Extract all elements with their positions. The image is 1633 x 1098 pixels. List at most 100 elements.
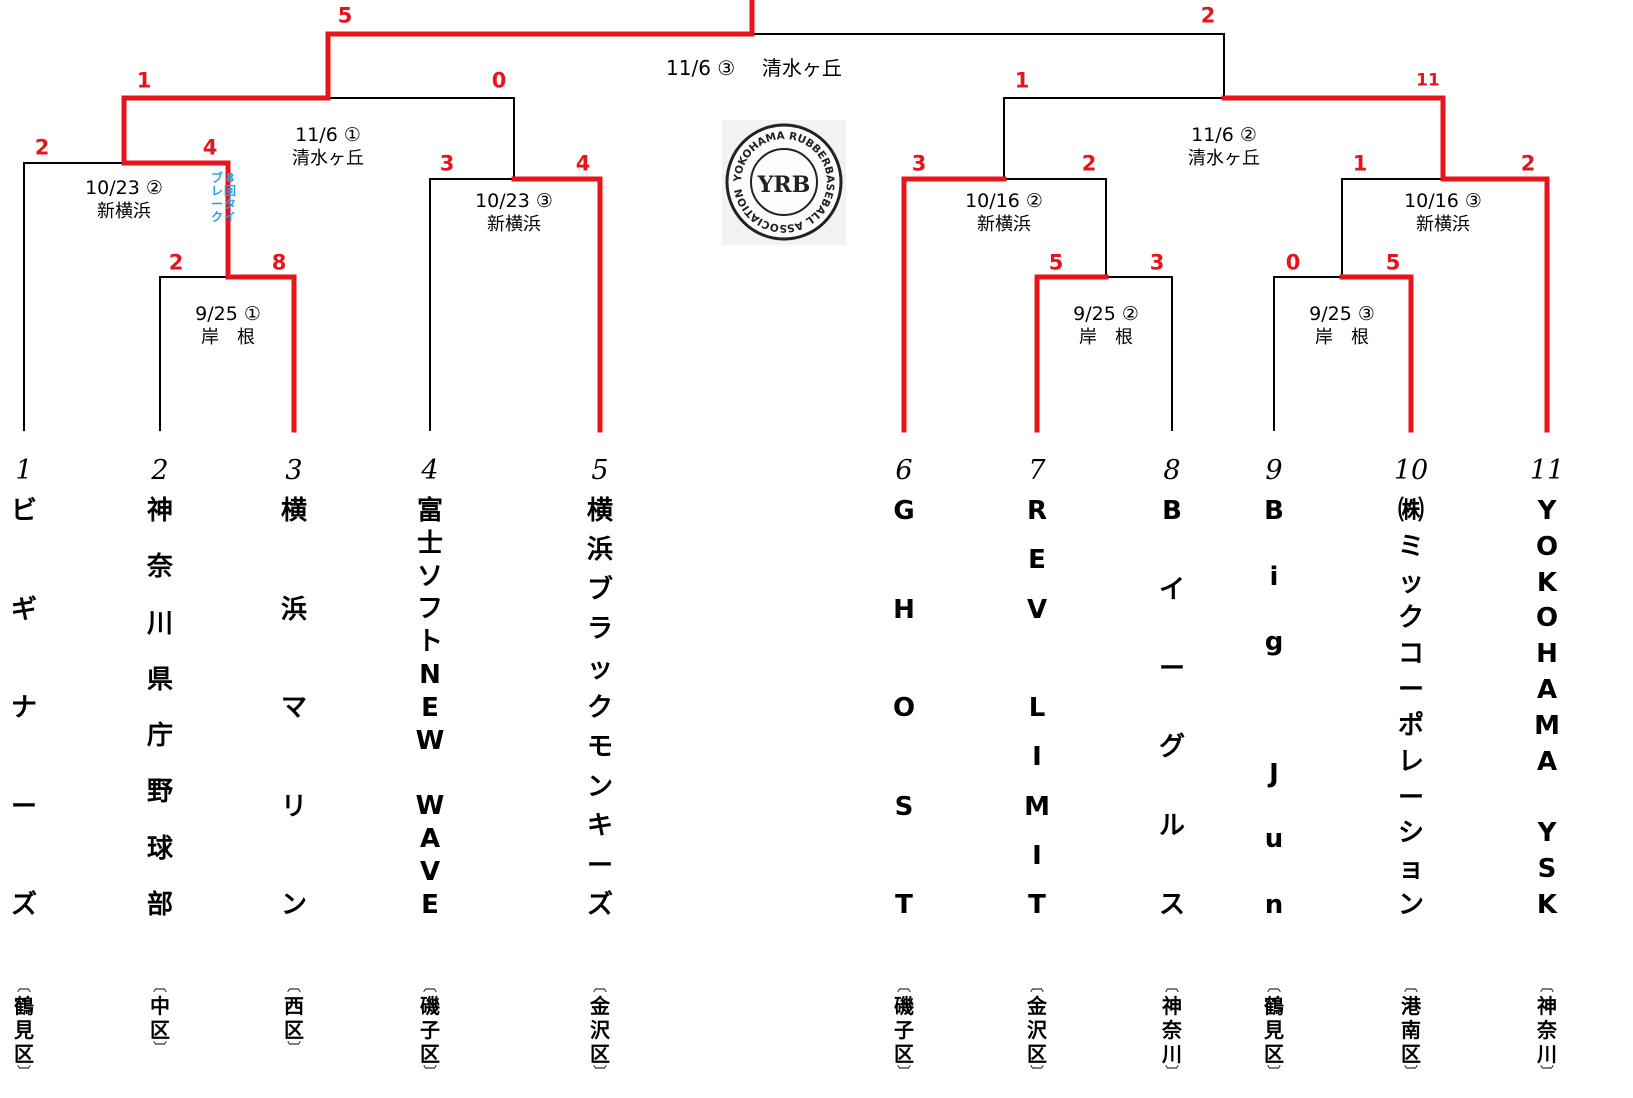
team-name-char: ッ <box>586 653 613 684</box>
team-name-char: リ <box>280 791 307 822</box>
team-name-char: Y <box>1537 818 1557 849</box>
team-ward-char: 西 <box>284 994 304 1018</box>
team-name-char: ソ <box>416 561 443 592</box>
team-ward-char: 川 <box>1537 1042 1557 1066</box>
team-name-char: i <box>1269 561 1279 592</box>
team-name-char: ル <box>1158 811 1185 842</box>
game-venue: 岸 根 <box>201 327 255 348</box>
game-venue: 新横浜 <box>96 201 151 222</box>
game-date: 10/23 ② <box>85 177 163 199</box>
team-number: 10 <box>1393 455 1429 486</box>
team-name-char: u <box>1264 824 1284 855</box>
score-g6-right: 2 <box>1081 151 1097 176</box>
tiebreak-note-char: レ <box>211 184 224 198</box>
tiebreak-note-char: イ <box>224 210 237 224</box>
team-name-char: E <box>1028 545 1046 576</box>
team-name-char: E <box>421 692 439 723</box>
team-number: 3 <box>285 455 303 486</box>
team-name: 神奈川県庁野球部 <box>138 498 182 918</box>
team-name-char: W <box>415 791 445 822</box>
team-name-char: ー <box>586 850 613 881</box>
score-g6-left: 3 <box>911 151 927 176</box>
team-name-char: ョ <box>1397 854 1424 885</box>
team-ward: ︹中区︺ <box>140 980 180 1056</box>
team-name-char: ン <box>586 771 613 802</box>
team-ward: ︹鶴見区︺ <box>4 980 44 1080</box>
team-name-char: 部 <box>146 889 173 920</box>
team-name-char: ズ <box>586 889 613 920</box>
team-name-char: ー <box>1158 653 1185 684</box>
score-g9-left: 1 <box>1014 68 1030 93</box>
team-name-char: ト <box>416 627 443 658</box>
bracket-close-glyph: ︺ <box>1267 1065 1281 1081</box>
game-info-g7: 10/16 ③ 新横浜 <box>1404 190 1482 236</box>
game-venue: 岸 根 <box>1315 327 1369 348</box>
team-name-char: ー <box>1397 675 1424 706</box>
team-ward-char: 区 <box>420 1042 440 1066</box>
tiebreak-note-char: タ <box>224 197 237 211</box>
game-date: 10/16 ③ <box>1404 190 1482 212</box>
team-name-char: ギ <box>10 594 37 625</box>
team-name-char: コ <box>1397 639 1424 670</box>
game-date: 9/25 ② <box>1073 303 1139 325</box>
bracket-open-glyph: ︹ <box>897 979 911 995</box>
team-name-char: n <box>1264 889 1284 920</box>
team-ward-char: 区 <box>1401 1042 1421 1066</box>
team-name-char: H <box>893 594 915 625</box>
team-name-char: 川 <box>146 608 173 639</box>
team-name: ビギナーズ <box>2 498 46 918</box>
game-venue: 清水ヶ丘 <box>1188 148 1260 169</box>
team-name-char: ミ <box>1397 531 1424 562</box>
team-name-char: V <box>1026 594 1048 625</box>
game-venue: 清水ヶ丘 <box>761 56 842 80</box>
bracket-open-glyph: ︹ <box>1404 979 1418 995</box>
tiebreak-note-column: ブレーク <box>211 172 223 224</box>
bracket-close-glyph: ︺ <box>897 1065 911 1081</box>
team-name-char: A <box>419 824 441 855</box>
bracket-close-glyph: ︺ <box>287 1041 301 1057</box>
team-ward-char: 中 <box>150 994 170 1018</box>
team-ward-char: 港 <box>1401 994 1421 1018</box>
team-name-char: キ <box>586 811 613 842</box>
team-name-char: ク <box>586 692 613 723</box>
bracket-open-glyph: ︹ <box>287 979 301 995</box>
team-ward-char: 神 <box>1537 994 1557 1018</box>
tiebreak-note-char: 8 <box>225 171 235 185</box>
team-name-char: K <box>1536 889 1558 920</box>
team-ward-char: 鶴 <box>1264 994 1284 1018</box>
team-ward-char: 沢 <box>1027 1018 1047 1042</box>
score-g7-left: 1 <box>1352 151 1368 176</box>
score-g2-left: 5 <box>1048 250 1064 275</box>
score-g7-right: 2 <box>1520 151 1536 176</box>
team-name-char: 野 <box>146 777 173 808</box>
team-name-char: ー <box>10 791 37 822</box>
score-g4-right: 4 <box>202 135 218 160</box>
bracket-open-glyph: ︹ <box>17 979 31 995</box>
team-name: 横浜マリン <box>272 498 316 918</box>
team-number: 5 <box>591 455 609 486</box>
team-name-char: 庁 <box>146 721 173 752</box>
game-date: 9/25 ③ <box>1309 303 1375 325</box>
score-g10-right: 2 <box>1200 3 1216 28</box>
team-ward-char: 鶴 <box>14 994 34 1018</box>
team-ward: ︹神奈川︺ <box>1152 980 1192 1080</box>
team-ward-char: 子 <box>420 1018 440 1042</box>
team-name-char: E <box>421 889 439 920</box>
bracket-close-glyph: ︺ <box>1404 1065 1418 1081</box>
game-info-g3: 9/25 ③ 岸 根 <box>1309 303 1375 349</box>
team-name-char <box>1269 695 1278 721</box>
team-name-char: ㈱ <box>1397 496 1424 526</box>
team-ward: ︹金沢区︺ <box>580 980 620 1080</box>
score-g1-left: 2 <box>168 250 184 275</box>
team-name-char: B <box>1264 496 1284 526</box>
team-name-char: A <box>1536 746 1558 777</box>
team-ward-char: 南 <box>1401 1018 1421 1042</box>
team-name-char: V <box>419 857 441 888</box>
team-ward-char: 磯 <box>420 994 440 1018</box>
game-venue: 新横浜 <box>486 214 541 235</box>
team-ward-char: 見 <box>14 1018 34 1042</box>
